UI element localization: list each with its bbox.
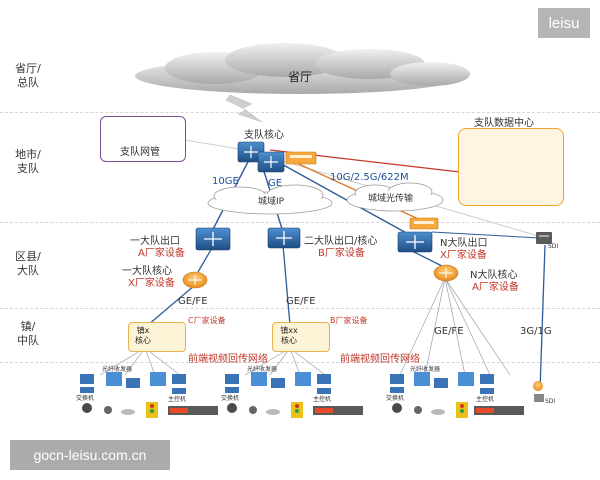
brigade2-vendor: B厂家设备 — [318, 248, 365, 259]
tier-separator — [0, 308, 600, 309]
brigade1-exit-label: 一大队出口 — [130, 236, 180, 247]
tier-label-town: 镇/ 中队 — [17, 320, 39, 348]
optical-device-icon — [409, 217, 439, 230]
town2-vendor: B厂家设备 — [330, 316, 368, 325]
brigade1-core-vendor: X厂家设备 — [128, 278, 175, 289]
tier-label-province: 省厅/ 总队 — [15, 62, 41, 90]
frontend-device-group — [225, 372, 363, 418]
tier-label-city: 地市/ 支队 — [15, 148, 41, 176]
town1-core-box — [128, 322, 186, 352]
core-router-icon — [433, 264, 459, 282]
tier-separator — [0, 362, 600, 363]
tier-label-county: 区县/ 大队 — [15, 250, 41, 278]
brigadeN-core-label: N大队核心 — [470, 270, 518, 281]
link-label-10ge: 10GE — [212, 176, 239, 187]
brigadeN-exit-label: N大队出口 — [440, 238, 488, 249]
brigade2-exit-label: 二大队出口/核心 — [304, 236, 378, 247]
device-label-fiber: 光纤收发器 — [410, 366, 441, 373]
frontend-device-group — [390, 372, 524, 418]
town2-core-label: 镇xx 核心 — [280, 326, 298, 345]
town1-core-label: 镇x 核心 — [135, 326, 151, 345]
router-icon — [195, 227, 231, 251]
sdi-device-icon — [533, 381, 544, 402]
device-label-switch: 交换机 — [386, 395, 405, 402]
mgmt-label: 支队网管 — [120, 147, 160, 158]
metro-optical-label: 城域光传输 — [368, 194, 414, 204]
watermark-url: gocn-leisu.com.cn — [10, 440, 170, 470]
device-label-ctrl: 主控机 — [168, 396, 187, 403]
core-label: 支队核心 — [244, 130, 284, 141]
device-label-sdi: SDI — [545, 398, 556, 405]
router-icon — [267, 227, 301, 249]
link-label-gefe-1: GE/FE — [178, 296, 208, 307]
town1-vendor: C厂家设备 — [188, 316, 226, 325]
province-cloud — [135, 43, 470, 94]
router-icon — [397, 231, 433, 253]
frontend-net-label-2: 前端视频回传网络 — [340, 354, 420, 365]
metro-ip-cloud — [207, 184, 333, 215]
core-switch-icon — [237, 141, 285, 173]
brigade1-exit-vendor: A厂家设备 — [138, 248, 185, 259]
sdi-device-icon — [536, 232, 552, 244]
device-label-switch: 交换机 — [76, 395, 95, 402]
device-label-fiber: 光纤收发器 — [102, 366, 133, 373]
link-label-gefe-2: GE/FE — [286, 296, 316, 307]
province-cloud-label: 省厅 — [288, 70, 313, 84]
data-center-box — [458, 128, 564, 206]
frontend-device-group — [80, 372, 218, 418]
metro-optical-cloud — [346, 182, 444, 212]
tier-separator — [0, 112, 600, 113]
link-label-ge: GE — [268, 178, 283, 189]
dc-label: 支队数据中心 — [474, 118, 534, 129]
brigadeN-exit-vendor: X厂家设备 — [440, 250, 487, 261]
link-label-optical: 10G/2.5G/622M — [330, 172, 409, 183]
optical-device-icon — [285, 151, 317, 165]
frontend-net-label-1: 前端视频回传网络 — [188, 354, 268, 365]
brigadeN-core-vendor: A厂家设备 — [472, 282, 519, 293]
metro-ip-label: 城域IP — [258, 197, 285, 207]
core-router-icon — [182, 271, 208, 289]
brigade1-core-label: 一大队核心 — [122, 266, 172, 277]
tier-separator — [0, 222, 600, 223]
mgmt-box — [100, 116, 186, 162]
device-label-ctrl: 主控机 — [313, 396, 332, 403]
link-label-gefe-3: GE/FE — [434, 326, 464, 337]
link-label-3g: 3G/1G — [520, 326, 552, 337]
town2-core-box — [272, 322, 330, 352]
watermark-logo: leisu — [538, 8, 590, 38]
device-label-ctrl: 主控机 — [476, 396, 495, 403]
device-label-fiber: 光纤收发器 — [247, 366, 278, 373]
device-label-switch: 交换机 — [221, 395, 240, 402]
sdi-label: SDI — [548, 243, 559, 250]
lightning-icon — [225, 94, 263, 123]
